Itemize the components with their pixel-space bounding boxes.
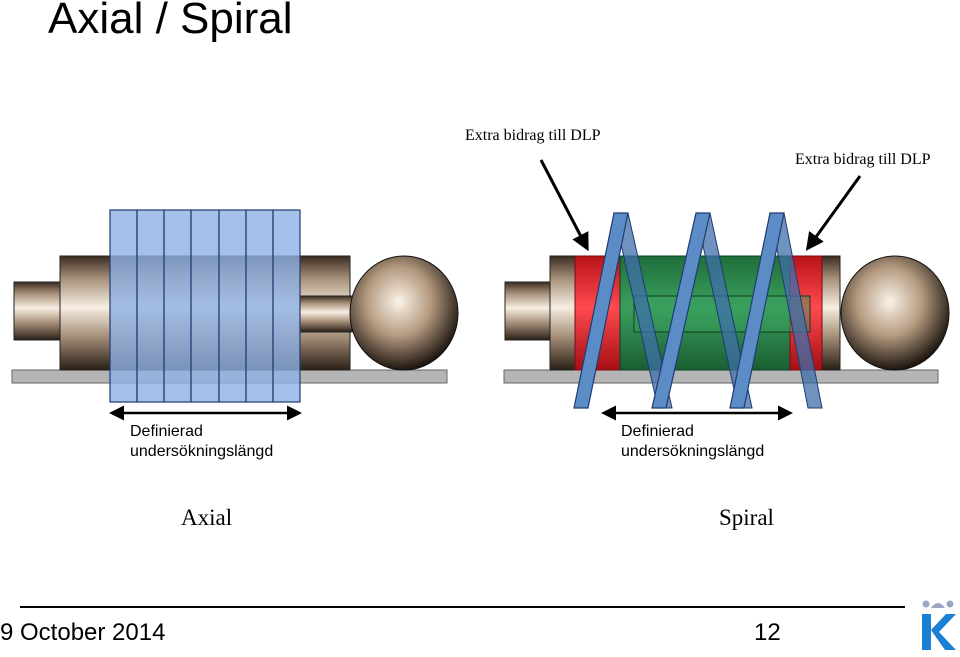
spiral-table bbox=[503, 369, 939, 384]
axial-small-cylinder bbox=[13, 281, 63, 341]
axial-slice bbox=[163, 209, 192, 403]
axial-slice bbox=[245, 209, 274, 403]
extra-dlp-arrow-left bbox=[539, 159, 589, 252]
extra-dlp-arrow-right bbox=[805, 175, 862, 251]
axial-slice bbox=[190, 209, 220, 403]
ki-crown-k-logo-icon bbox=[918, 598, 958, 652]
axial-head bbox=[349, 255, 459, 371]
spiral-defined-line2: undersökningslängd bbox=[621, 443, 765, 460]
footer-date: 9 October 2014 bbox=[0, 619, 166, 646]
page-number: 12 bbox=[754, 619, 781, 646]
axial-caption: Axial bbox=[181, 505, 233, 530]
spiral-head bbox=[840, 255, 950, 371]
axial-defined-line1: Definierad bbox=[130, 423, 203, 440]
axial-slice bbox=[218, 209, 247, 403]
footer-rule bbox=[20, 606, 905, 608]
axial-defined-length-label: Definierad undersökningslängd bbox=[130, 422, 273, 462]
spiral-caption: Spiral bbox=[719, 505, 774, 530]
spiral-defined-line1: Definierad bbox=[621, 423, 694, 440]
axial-slice bbox=[136, 209, 165, 403]
page-title: Axial / Spiral bbox=[48, 0, 293, 43]
axial-slice bbox=[109, 209, 138, 403]
spiral-helix bbox=[573, 212, 823, 409]
extra-dlp-label-right: Extra bidrag till DLP bbox=[795, 151, 931, 168]
helix-front-band bbox=[573, 212, 629, 409]
axial-slice bbox=[272, 209, 301, 403]
axial-slices bbox=[109, 209, 301, 403]
spiral-defined-length-label: Definierad undersökningslängd bbox=[621, 422, 764, 462]
axial-neck bbox=[299, 295, 353, 333]
spiral-small-cylinder bbox=[504, 281, 554, 341]
extra-dlp-label-left: Extra bidrag till DLP bbox=[465, 127, 601, 144]
axial-defined-line2: undersökningslängd bbox=[130, 443, 274, 460]
